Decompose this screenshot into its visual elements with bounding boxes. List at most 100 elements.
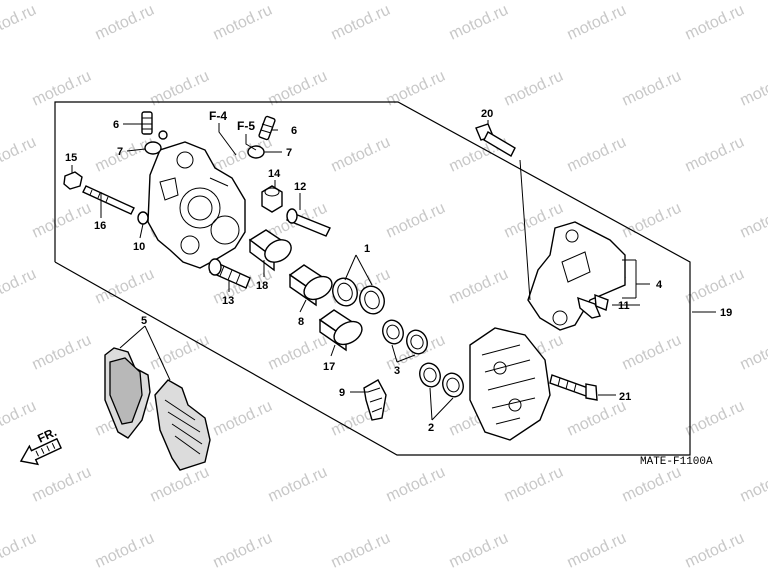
- watermark-text: motod.ru: [683, 2, 747, 44]
- bleeder-screw-left: [141, 111, 168, 155]
- callout-17: 17: [323, 361, 335, 373]
- callout-12: 12: [294, 181, 306, 193]
- callout-3: 3: [394, 365, 400, 377]
- watermark-text: motod.ru: [211, 134, 275, 176]
- caliper-body: [147, 141, 246, 269]
- watermark-text: motod.ru: [447, 266, 511, 308]
- watermark-text: motod.ru: [329, 530, 393, 572]
- callout-5: 5: [141, 315, 147, 327]
- brake-pads-5: [104, 347, 211, 471]
- watermark-text: motod.ru: [620, 200, 684, 242]
- callout-1: 1: [364, 243, 370, 255]
- watermark-text: motod.ru: [620, 464, 684, 506]
- callout-6-left: 6: [113, 119, 119, 131]
- callout-20: 20: [481, 108, 493, 120]
- diagram-code: MATE-F1100A: [640, 456, 713, 468]
- pin-12: [286, 208, 331, 237]
- callout-7-left: 7: [117, 146, 123, 158]
- watermark-text: motod.ru: [30, 68, 94, 110]
- watermark-text: motod.ru: [384, 68, 448, 110]
- watermark-text: motod.ru: [384, 200, 448, 242]
- watermark-text: motod.ru: [447, 530, 511, 572]
- watermark-text: motod.ru: [148, 68, 212, 110]
- watermark-text: motod.ru: [565, 398, 629, 440]
- leader-lines: [71, 120, 716, 421]
- seal-set-3: [382, 319, 428, 355]
- watermark-text: motod.ru: [266, 68, 330, 110]
- watermark-text: motod.ru: [0, 530, 39, 572]
- watermark-text: motod.ru: [329, 134, 393, 176]
- callout-11: 11: [618, 300, 630, 312]
- watermark-text: motod.ru: [0, 266, 39, 308]
- watermark-text: motod.ru: [93, 2, 157, 44]
- pad-clips-11: [577, 293, 609, 319]
- watermark-text: motod.ru: [384, 464, 448, 506]
- bolt-20: [475, 123, 516, 157]
- watermark-text: motod.ru: [93, 134, 157, 176]
- watermark-text: motod.ru: [93, 530, 157, 572]
- boot-14: [261, 185, 283, 213]
- piston-17: [318, 309, 363, 352]
- callout-19: 19: [720, 307, 732, 319]
- watermark-text: motod.ru: [683, 266, 747, 308]
- assembly-frame: [54, 101, 691, 456]
- callout-10: 10: [133, 241, 145, 253]
- watermark-text: motod.ru: [738, 332, 768, 374]
- callout-8: 8: [298, 316, 304, 328]
- watermark-text: motod.ru: [329, 2, 393, 44]
- ref-f4: F-4: [209, 109, 227, 123]
- watermark-text: motod.ru: [565, 2, 629, 44]
- watermark-text: motod.ru: [620, 332, 684, 374]
- watermark-text: motod.ru: [30, 464, 94, 506]
- seal-set-2: [419, 362, 464, 398]
- front-direction-arrow: [19, 437, 63, 466]
- watermark-text: motod.ru: [565, 530, 629, 572]
- o-ring-10: [137, 211, 149, 225]
- watermark-text: motod.ru: [447, 2, 511, 44]
- ref-f5: F-5: [237, 119, 255, 133]
- watermark-text: motod.ru: [30, 332, 94, 374]
- watermark-text: motod.ru: [0, 2, 39, 44]
- watermark-text: motod.ru: [620, 68, 684, 110]
- callout-21: 21: [619, 391, 631, 403]
- watermark-text: motod.ru: [683, 530, 747, 572]
- callout-18: 18: [256, 280, 268, 292]
- callout-6-right: 6: [291, 125, 297, 137]
- watermark-text: motod.ru: [266, 464, 330, 506]
- watermark-text: motod.ru: [565, 134, 629, 176]
- watermark-text: motod.ru: [211, 530, 275, 572]
- pin-bolt-16: [82, 185, 135, 215]
- watermark-text: motod.ru: [738, 464, 768, 506]
- caliper-bracket-4: [527, 221, 626, 331]
- sleeve-18: [248, 229, 292, 272]
- pad-spring-9: [363, 379, 387, 421]
- piston-8: [288, 264, 333, 307]
- callout-16: 16: [94, 220, 106, 232]
- watermark-text: motod.ru: [738, 200, 768, 242]
- callout-14: 14: [268, 168, 281, 180]
- watermark-text: motod.ru: [0, 398, 39, 440]
- callout-4: 4: [656, 279, 663, 291]
- bleeder-screw-right: [247, 115, 276, 159]
- watermark-text: motod.ru: [502, 464, 566, 506]
- bolt-21: [549, 374, 598, 401]
- seal-set-1: [332, 277, 385, 315]
- watermark-text: motod.ru: [502, 68, 566, 110]
- callout-2: 2: [428, 422, 434, 434]
- watermark-text: motod.ru: [0, 134, 39, 176]
- callout-15: 15: [65, 152, 77, 164]
- callout-13: 13: [222, 295, 234, 307]
- watermark-text: motod.ru: [683, 398, 747, 440]
- callout-7-right: 7: [286, 147, 292, 159]
- watermark-text: motod.ru: [30, 200, 94, 242]
- nut-15: [63, 171, 83, 190]
- caliper-support-bracket: [469, 327, 551, 441]
- watermark-text: motod.ru: [266, 332, 330, 374]
- watermark-text: motod.ru: [211, 2, 275, 44]
- watermark-text: motod.ru: [738, 68, 768, 110]
- watermark-text: motod.ru: [211, 398, 275, 440]
- callout-9: 9: [339, 387, 345, 399]
- bolt-13: [208, 258, 251, 289]
